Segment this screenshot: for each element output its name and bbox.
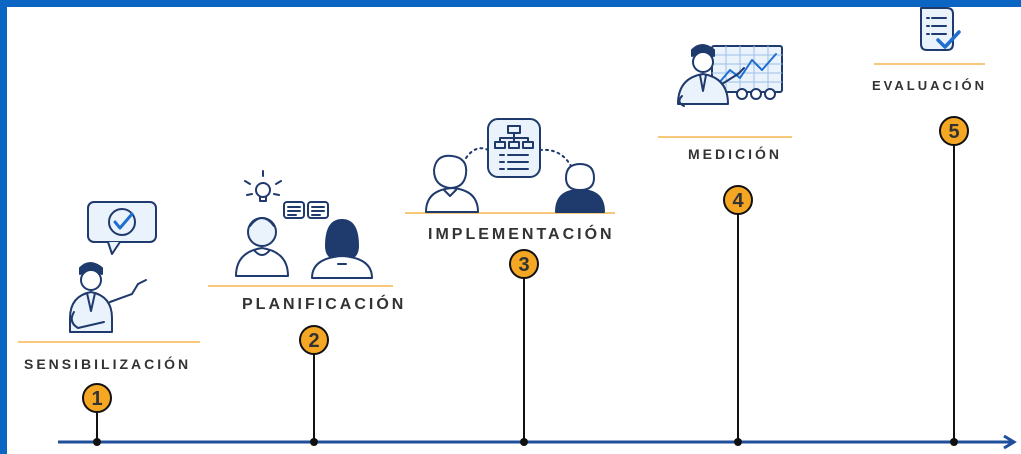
axis-dot-1 — [93, 438, 101, 446]
label-underlines — [18, 63, 985, 343]
axis-dots — [93, 438, 958, 446]
marker-1: 1 — [82, 383, 112, 413]
org-chart-team-icon — [425, 118, 605, 213]
step-label-3: IMPLEMENTACIÓN — [428, 226, 615, 243]
marker-number-3: 3 — [518, 254, 529, 276]
marker-5: 5 — [939, 116, 969, 146]
timeline-stems — [96, 131, 955, 442]
step-label-5: EVALUACIÓN — [872, 78, 987, 93]
checklist-icon — [920, 7, 961, 51]
presenter-checkmark-icon — [69, 201, 157, 333]
team-ideas-icon — [235, 170, 373, 279]
marker-number-5: 5 — [948, 121, 959, 143]
timeline-arrowhead — [1003, 434, 1017, 450]
marker-number-1: 1 — [91, 388, 102, 410]
step-label-1: SENSIBILIZACIÓN — [24, 356, 192, 372]
marker-2: 2 — [299, 325, 329, 355]
axis-dot-4 — [734, 438, 742, 446]
axis-dot-2 — [310, 438, 318, 446]
marker-number-4: 4 — [732, 190, 744, 212]
axis-dot-5 — [950, 438, 958, 446]
step-label-4: MEDICIÓN — [688, 146, 782, 162]
number-markers: 1 2 3 4 5 — [82, 116, 969, 413]
axis-dot-3 — [520, 438, 528, 446]
marker-number-2: 2 — [308, 330, 319, 352]
presenter-chart-icon — [677, 44, 783, 107]
marker-4: 4 — [723, 185, 753, 215]
step-label-2: PLANIFICACIÓN — [242, 296, 407, 313]
marker-3: 3 — [509, 249, 539, 279]
